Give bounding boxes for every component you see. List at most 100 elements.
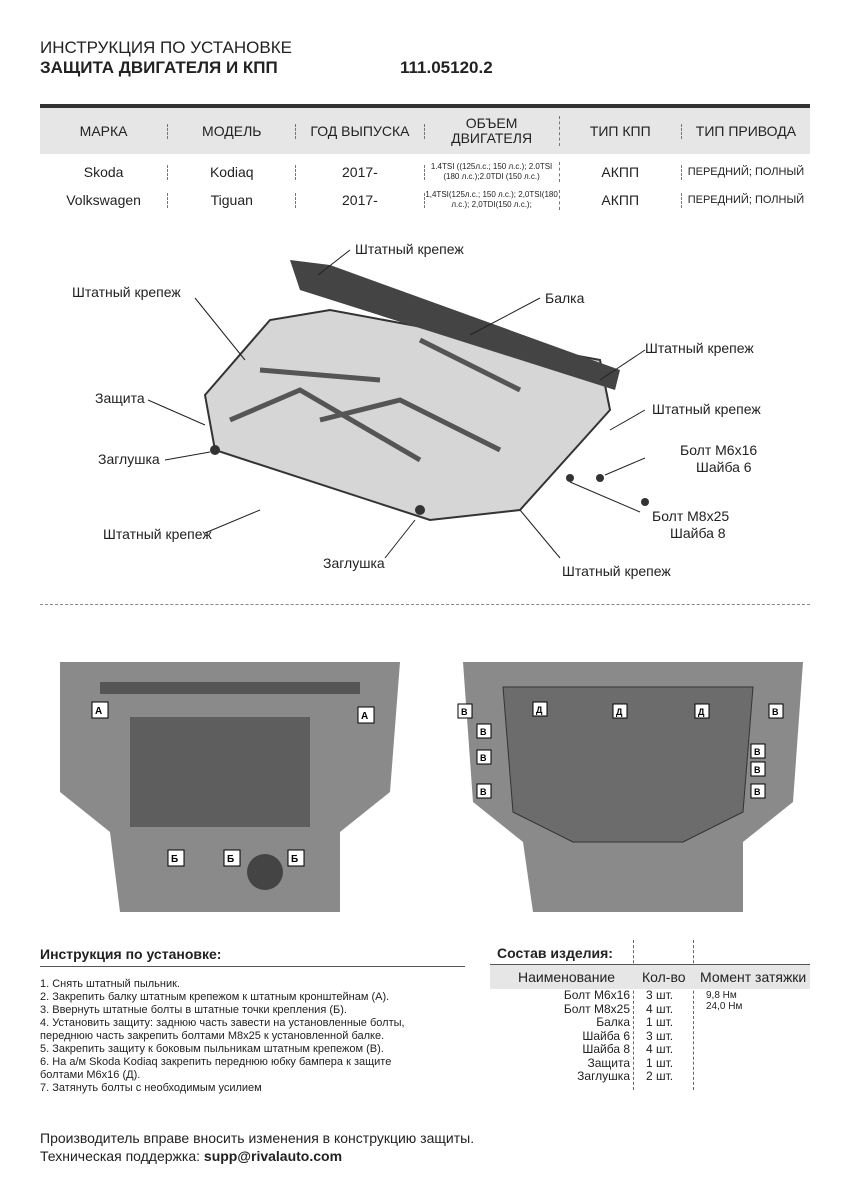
col-torque: Момент затяжки [700,969,807,985]
cell: 1,4TSI(125л.с.; 150 л.с.); 2,0TSI(180 л.… [425,190,560,210]
col-header: МОДЕЛЬ [168,123,297,139]
composition-header: Наименование Кол-во Момент затяжки [490,964,810,989]
instructions-rule [40,966,465,967]
label-mount-right: Штатный крепеж [645,340,754,356]
table-row: Skoda Kodiaq 2017- 1.4TSI ((125л.с.; 150… [40,158,810,186]
marker-a: А [95,706,102,717]
item-qty: 1 шт. [646,1015,674,1029]
label-washer-6: Шайба 6 [696,459,752,475]
marker-v: В [754,787,761,797]
table-row: Volkswagen Tiguan 2017- 1,4TSI(125л.с.; … [40,186,810,214]
item-name: Болт М6х16 [563,988,630,1002]
item-qty: 4 шт. [646,1001,674,1016]
composition-names: Болт М6х16 Болт М8х25 Балка Шайба 6 Шайб… [520,988,630,1084]
step: 4. Установить защиту: заднюю часть завес… [40,1017,405,1029]
exploded-diagram [147,249,649,559]
marker-d: Д [536,705,543,715]
col-divider [693,940,694,1090]
cell: Kodiaq [168,164,297,180]
label-plug-bottom: Заглушка [323,555,385,571]
cell: ПЕРЕДНИЙ; ПОЛНЫЙ [687,193,805,206]
col-divider [633,940,634,1090]
item-qty: 2 шт. [646,1069,674,1083]
item-name: Балка [596,1015,630,1029]
marker-v: В [461,707,468,717]
marker-v: В [772,707,779,717]
label-bolt-m6: Болт М6х16 [680,442,758,458]
step: 6. На а/м Skoda Kodiaq закрепить передню… [40,1056,392,1068]
doc-title: ИНСТРУКЦИЯ ПО УСТАНОВКЕ [40,38,292,57]
cell: ПЕРЕДНИЙ; ПОЛНЫЙ [687,165,805,178]
col-header: ГОД ВЫПУСКА [296,123,425,139]
table-header: МАРКА МОДЕЛЬ ГОД ВЫПУСКА ОБЪЕМ ДВИГАТЕЛЯ… [40,108,810,154]
label-plug-left: Заглушка [98,451,160,467]
instructions-title: Инструкция по установке: [40,946,222,962]
marker-v: В [754,765,761,775]
item-qty: 1 шт. [646,1055,674,1070]
label-mount-left: Штатный крепеж [72,284,181,300]
item-torque: 9,8 Нм [706,990,737,1001]
item-name: Защита [587,1055,630,1070]
marker-v: В [480,727,487,737]
cell: АКПП [560,164,682,180]
marker-d: Д [698,707,705,717]
step: переднюю часть закрепить болтами М8х25 к… [40,1030,385,1042]
label-bolt-m8: Болт М8х25 [652,508,730,524]
marker-v: В [754,747,761,757]
marker-b: Б [171,854,178,865]
step: 1. Снять штатный пыльник. [40,978,180,990]
cell: Volkswagen [40,192,169,208]
cell: Skoda [40,164,169,180]
item-name: Шайба 6 [582,1028,630,1043]
footer-support: Техническая поддержка: supp@rivalauto.co… [40,1148,342,1164]
label-mount-top: Штатный крепеж [355,241,464,257]
label-mount-bottom: Штатный крепеж [103,526,212,542]
label-guard: Защита [95,390,145,406]
vehicle-table: МАРКА МОДЕЛЬ ГОД ВЫПУСКА ОБЪЕМ ДВИГАТЕЛЯ… [40,104,810,214]
col-header: ТИП ПРИВОДА [695,122,797,139]
step: 5. Закрепить защиту к боковым пыльникам … [40,1043,384,1055]
col-header: МАРКА [40,123,169,139]
cell: АКПП [560,192,682,208]
item-qty: 3 шт. [646,988,674,1002]
item-qty: 3 шт. [646,1028,674,1043]
label-mount-bottom-right: Штатный крепеж [562,563,671,579]
item-qty: 4 шт. [646,1042,674,1056]
composition-qty: 3 шт. 4 шт. 1 шт. 3 шт. 4 шт. 1 шт. 2 шт… [646,988,674,1084]
marker-b: Б [291,854,298,865]
step: 3. Ввернуть штатные болты в штатные точк… [40,1004,347,1016]
section-divider [40,604,810,605]
col-name: Наименование [518,969,616,985]
col-header: ТИП КПП [560,123,682,139]
step: болтами М6х16 (Д). [40,1069,141,1081]
photo-beam-installed: А А Б Б Б [40,632,415,927]
col-qty: Кол-во [642,969,686,985]
cell: Tiguan [168,192,297,208]
support-email[interactable]: supp@rivalauto.com [203,1148,343,1164]
item-name: Болт М8х25 [563,1001,630,1016]
label-washer-8: Шайба 8 [670,525,726,541]
marker-b: Б [227,854,234,865]
item-name: Заглушка [577,1069,630,1083]
composition-title: Состав изделия: [497,945,613,961]
item-name: Шайба 8 [582,1042,630,1056]
marker-a: А [361,711,368,722]
label-beam: Балка [545,290,585,306]
item-torque: 24,0 Нм [706,1001,743,1012]
composition-torque: 9,8 Нм 24,0 Нм [706,990,742,1012]
part-number: 111.05120.2 [400,58,493,77]
step: 2. Закрепить балку штатным крепежом к шт… [40,991,390,1003]
doc-subtitle: ЗАЩИТА ДВИГАТЕЛЯ И КПП [40,58,278,77]
cell: 1.4TSI ((125л.с.; 150 л.с.); 2.0TSI (180… [425,162,560,182]
marker-v: В [480,753,487,763]
cell: 2017- [296,164,425,180]
footer-note: Производитель вправе вносить изменения в… [40,1130,475,1146]
photo-guard-installed: В Д Д Д В В В В В В В [453,632,813,927]
cell: 2017- [296,192,425,208]
label-mount-right2: Штатный крепеж [652,401,761,417]
support-label: Техническая поддержка: [40,1148,204,1164]
instructions-list: 1. Снять штатный пыльник. 2. Закрепить б… [40,978,460,1095]
col-header: ОБЪЕМ ДВИГАТЕЛЯ [425,116,560,146]
step: 7. Затянуть болты с необходимым усилием [40,1082,262,1094]
